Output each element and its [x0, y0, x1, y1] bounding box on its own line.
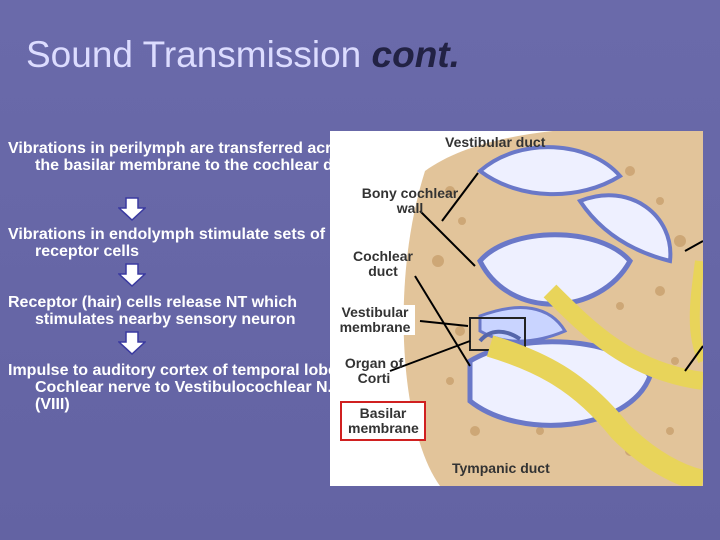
label-tympanic-duct-text: Tympanic duct [452, 460, 550, 476]
title-main: Sound Transmission [26, 34, 362, 75]
label-bony-cochlear-wall: Bony cochlear wall [355, 186, 465, 216]
down-arrow-icon [118, 263, 146, 287]
label-bony-cochlear-wall-text: Bony cochlear wall [361, 185, 459, 216]
step-4-text: Impulse to auditory cortex of temporal l… [8, 362, 364, 413]
label-vestibular-duct-text: Vestibular duct [445, 134, 546, 150]
down-arrow-icon [118, 331, 146, 355]
down-arrow-icon [118, 197, 146, 221]
label-cochlear-duct: Cochlear duct [348, 249, 418, 279]
cochlea-cross-section-figure: Vestibular duct Bony cochlear wall Cochl… [330, 131, 703, 486]
step-2-text: Vibrations in endolymph stimulate sets o… [8, 226, 326, 260]
label-basilar-membrane-text: Basilar membrane [348, 405, 419, 436]
step-1-text: Vibrations in perilymph are transferred … [8, 140, 359, 174]
label-vestibular-membrane-text: Vestibular membrane [339, 304, 411, 335]
label-organ-of-corti-text: Organ of Corti [344, 355, 404, 386]
label-vestibular-duct: Vestibular duct [445, 135, 545, 150]
label-cochlear-duct-text: Cochlear duct [353, 248, 413, 279]
cochlea-illustration [389, 131, 703, 486]
title-suffix: cont. [371, 34, 460, 75]
step-3-text: Receptor (hair) cells release NT which s… [8, 294, 297, 328]
label-tympanic-duct: Tympanic duct [452, 461, 550, 476]
label-basilar-membrane: Basilar membrane [340, 401, 426, 441]
label-vestibular-membrane: Vestibular membrane [335, 305, 415, 335]
slide-title: Sound Transmission cont. [26, 34, 460, 76]
label-organ-of-corti: Organ of Corti [344, 356, 404, 386]
